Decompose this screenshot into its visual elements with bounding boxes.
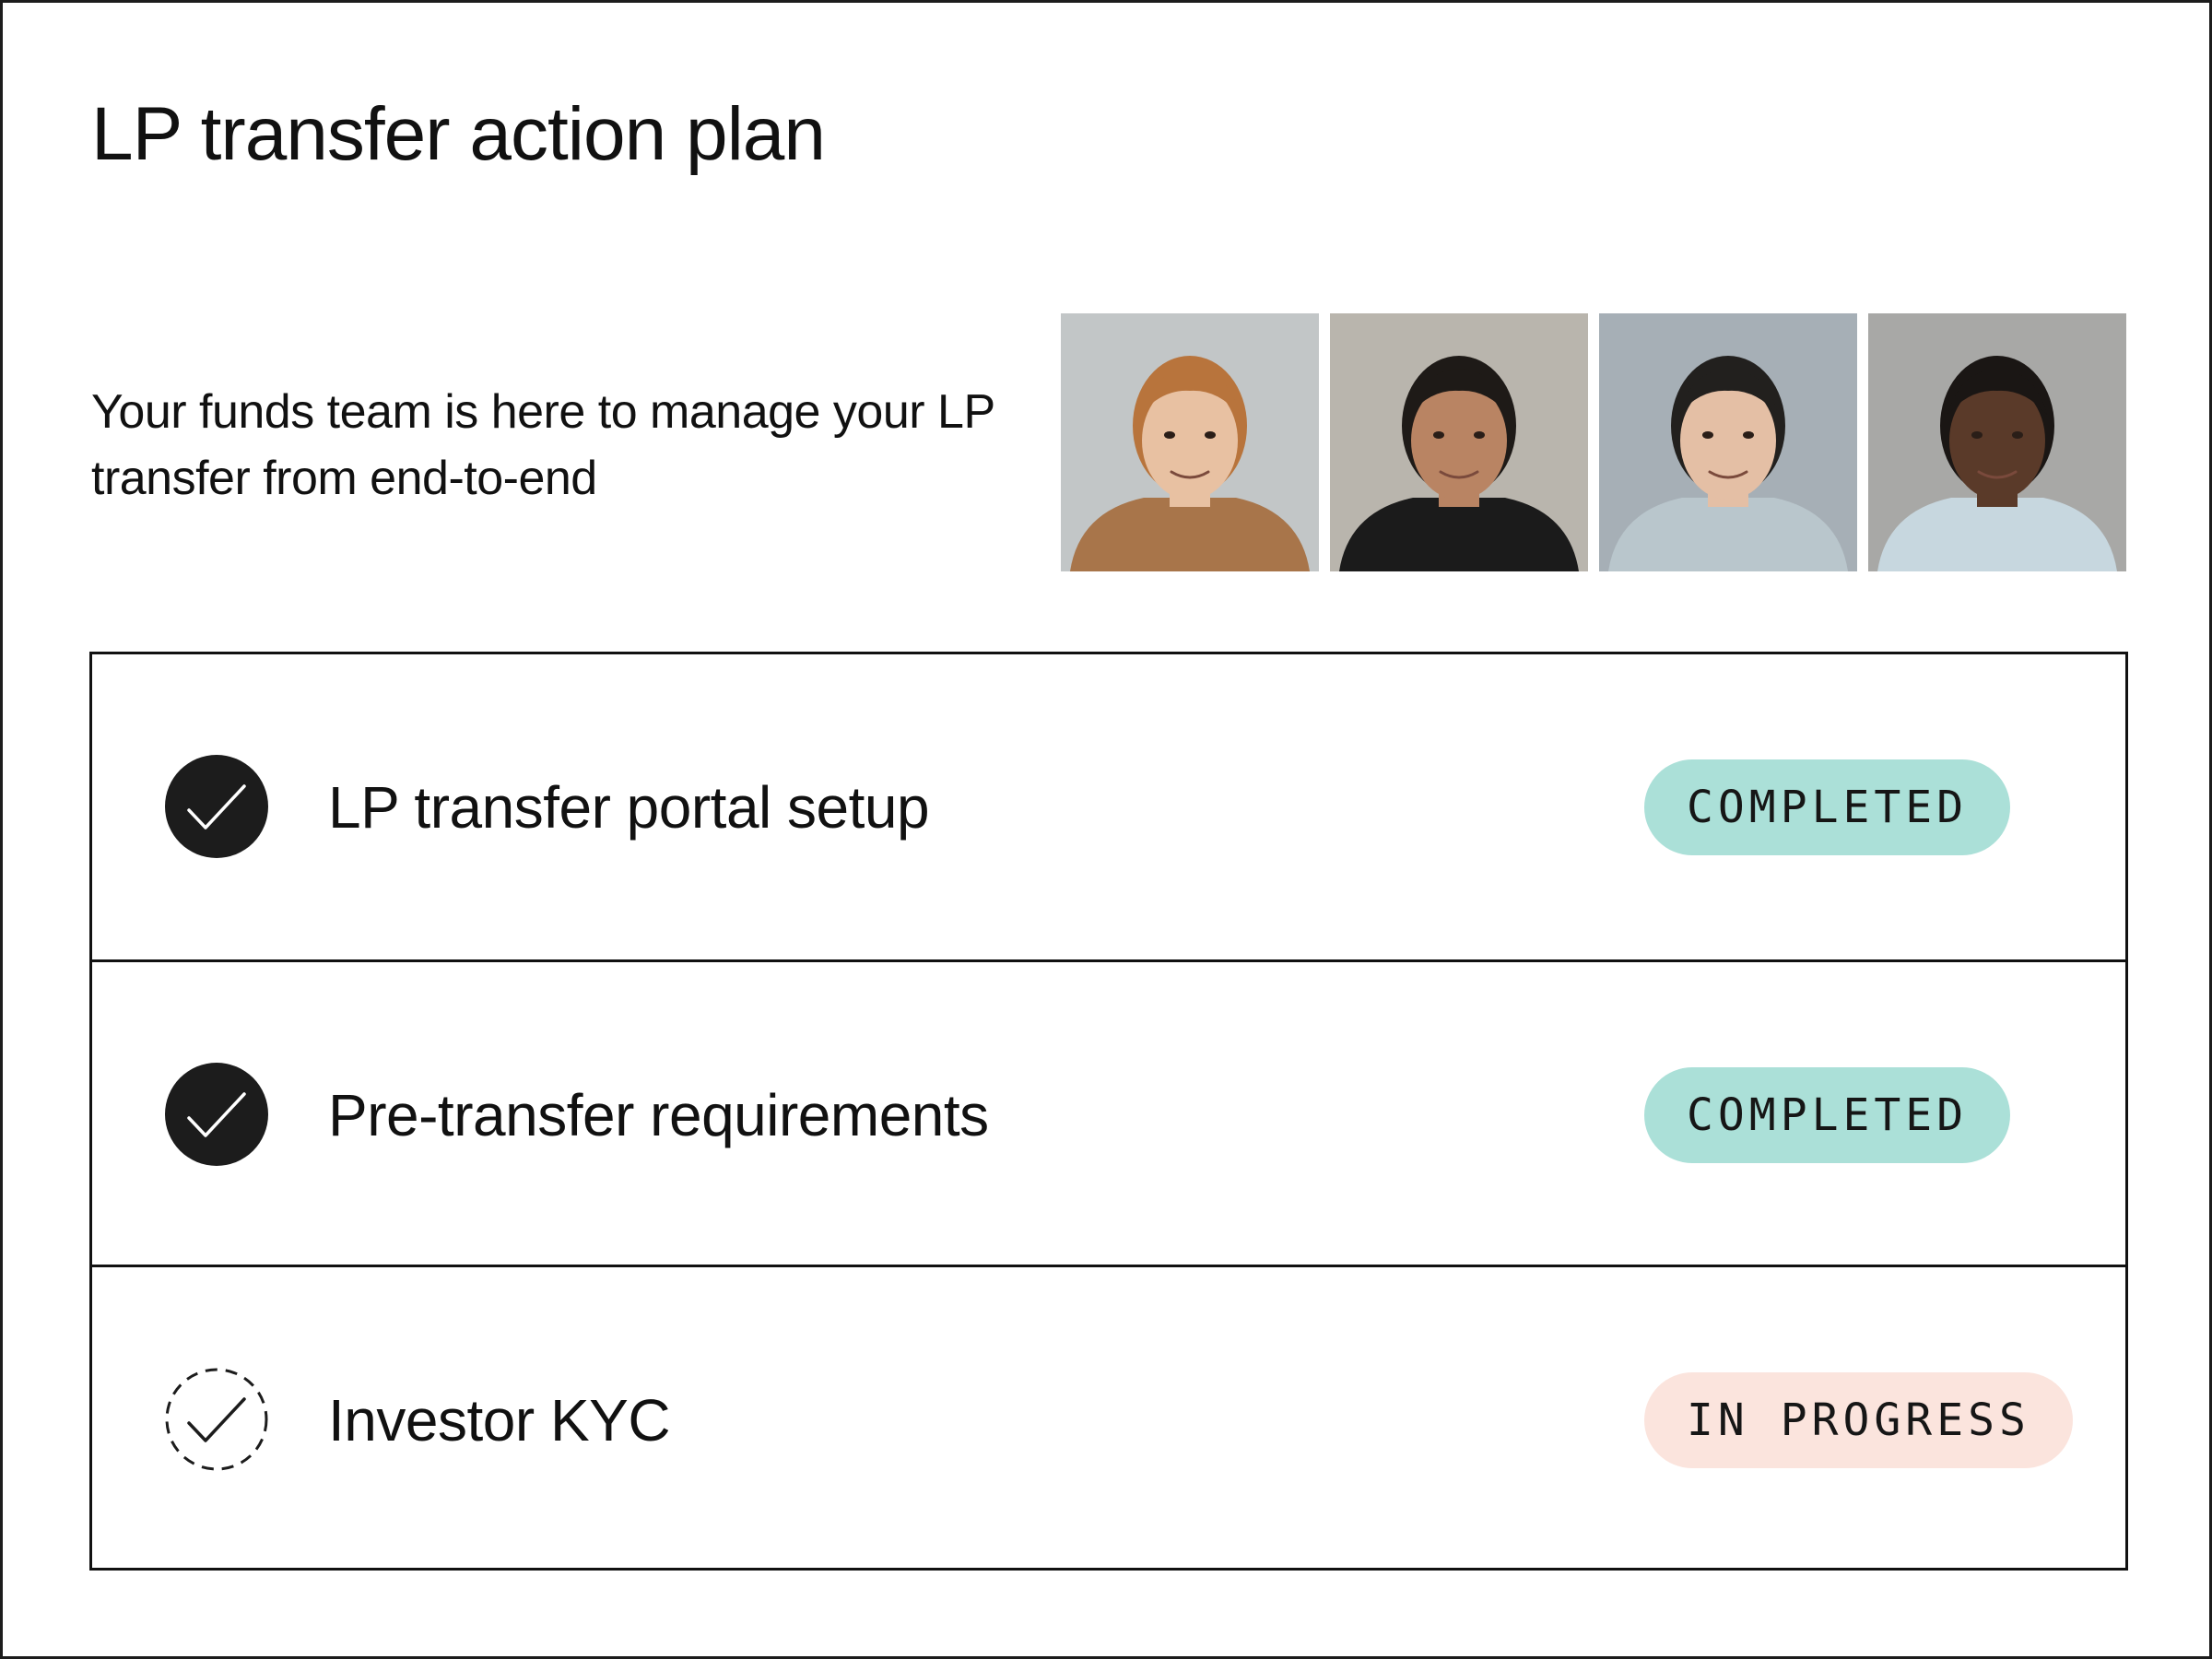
team-member-avatar (1330, 313, 1588, 571)
status-badge: IN PROGRESS (1644, 1372, 2073, 1468)
team-member-avatar (1061, 313, 1319, 571)
action-plan-list: LP transfer portal setup COMPLETED Pre-t… (89, 652, 2128, 1571)
step-label: Investor KYC (328, 1386, 671, 1453)
check-circle-filled-icon (164, 1062, 269, 1167)
team-photos (1061, 313, 2126, 571)
step-row[interactable]: Investor KYC IN PROGRESS (92, 1265, 2125, 1570)
team-member-avatar (1599, 313, 1857, 571)
team-member-avatar (1868, 313, 2126, 571)
check-circle-filled-icon (164, 754, 269, 859)
page-title: LP transfer action plan (91, 92, 826, 176)
step-label: Pre-transfer requirements (328, 1081, 989, 1148)
step-row[interactable]: LP transfer portal setup COMPLETED (92, 654, 2125, 959)
status-badge: COMPLETED (1644, 759, 2011, 855)
status-badge: COMPLETED (1644, 1067, 2011, 1163)
team-description: Your funds team is here to manage your L… (91, 385, 994, 505)
check-circle-dashed-icon (164, 1367, 269, 1472)
step-label: LP transfer portal setup (328, 773, 930, 841)
step-row[interactable]: Pre-transfer requirements COMPLETED (92, 959, 2125, 1265)
